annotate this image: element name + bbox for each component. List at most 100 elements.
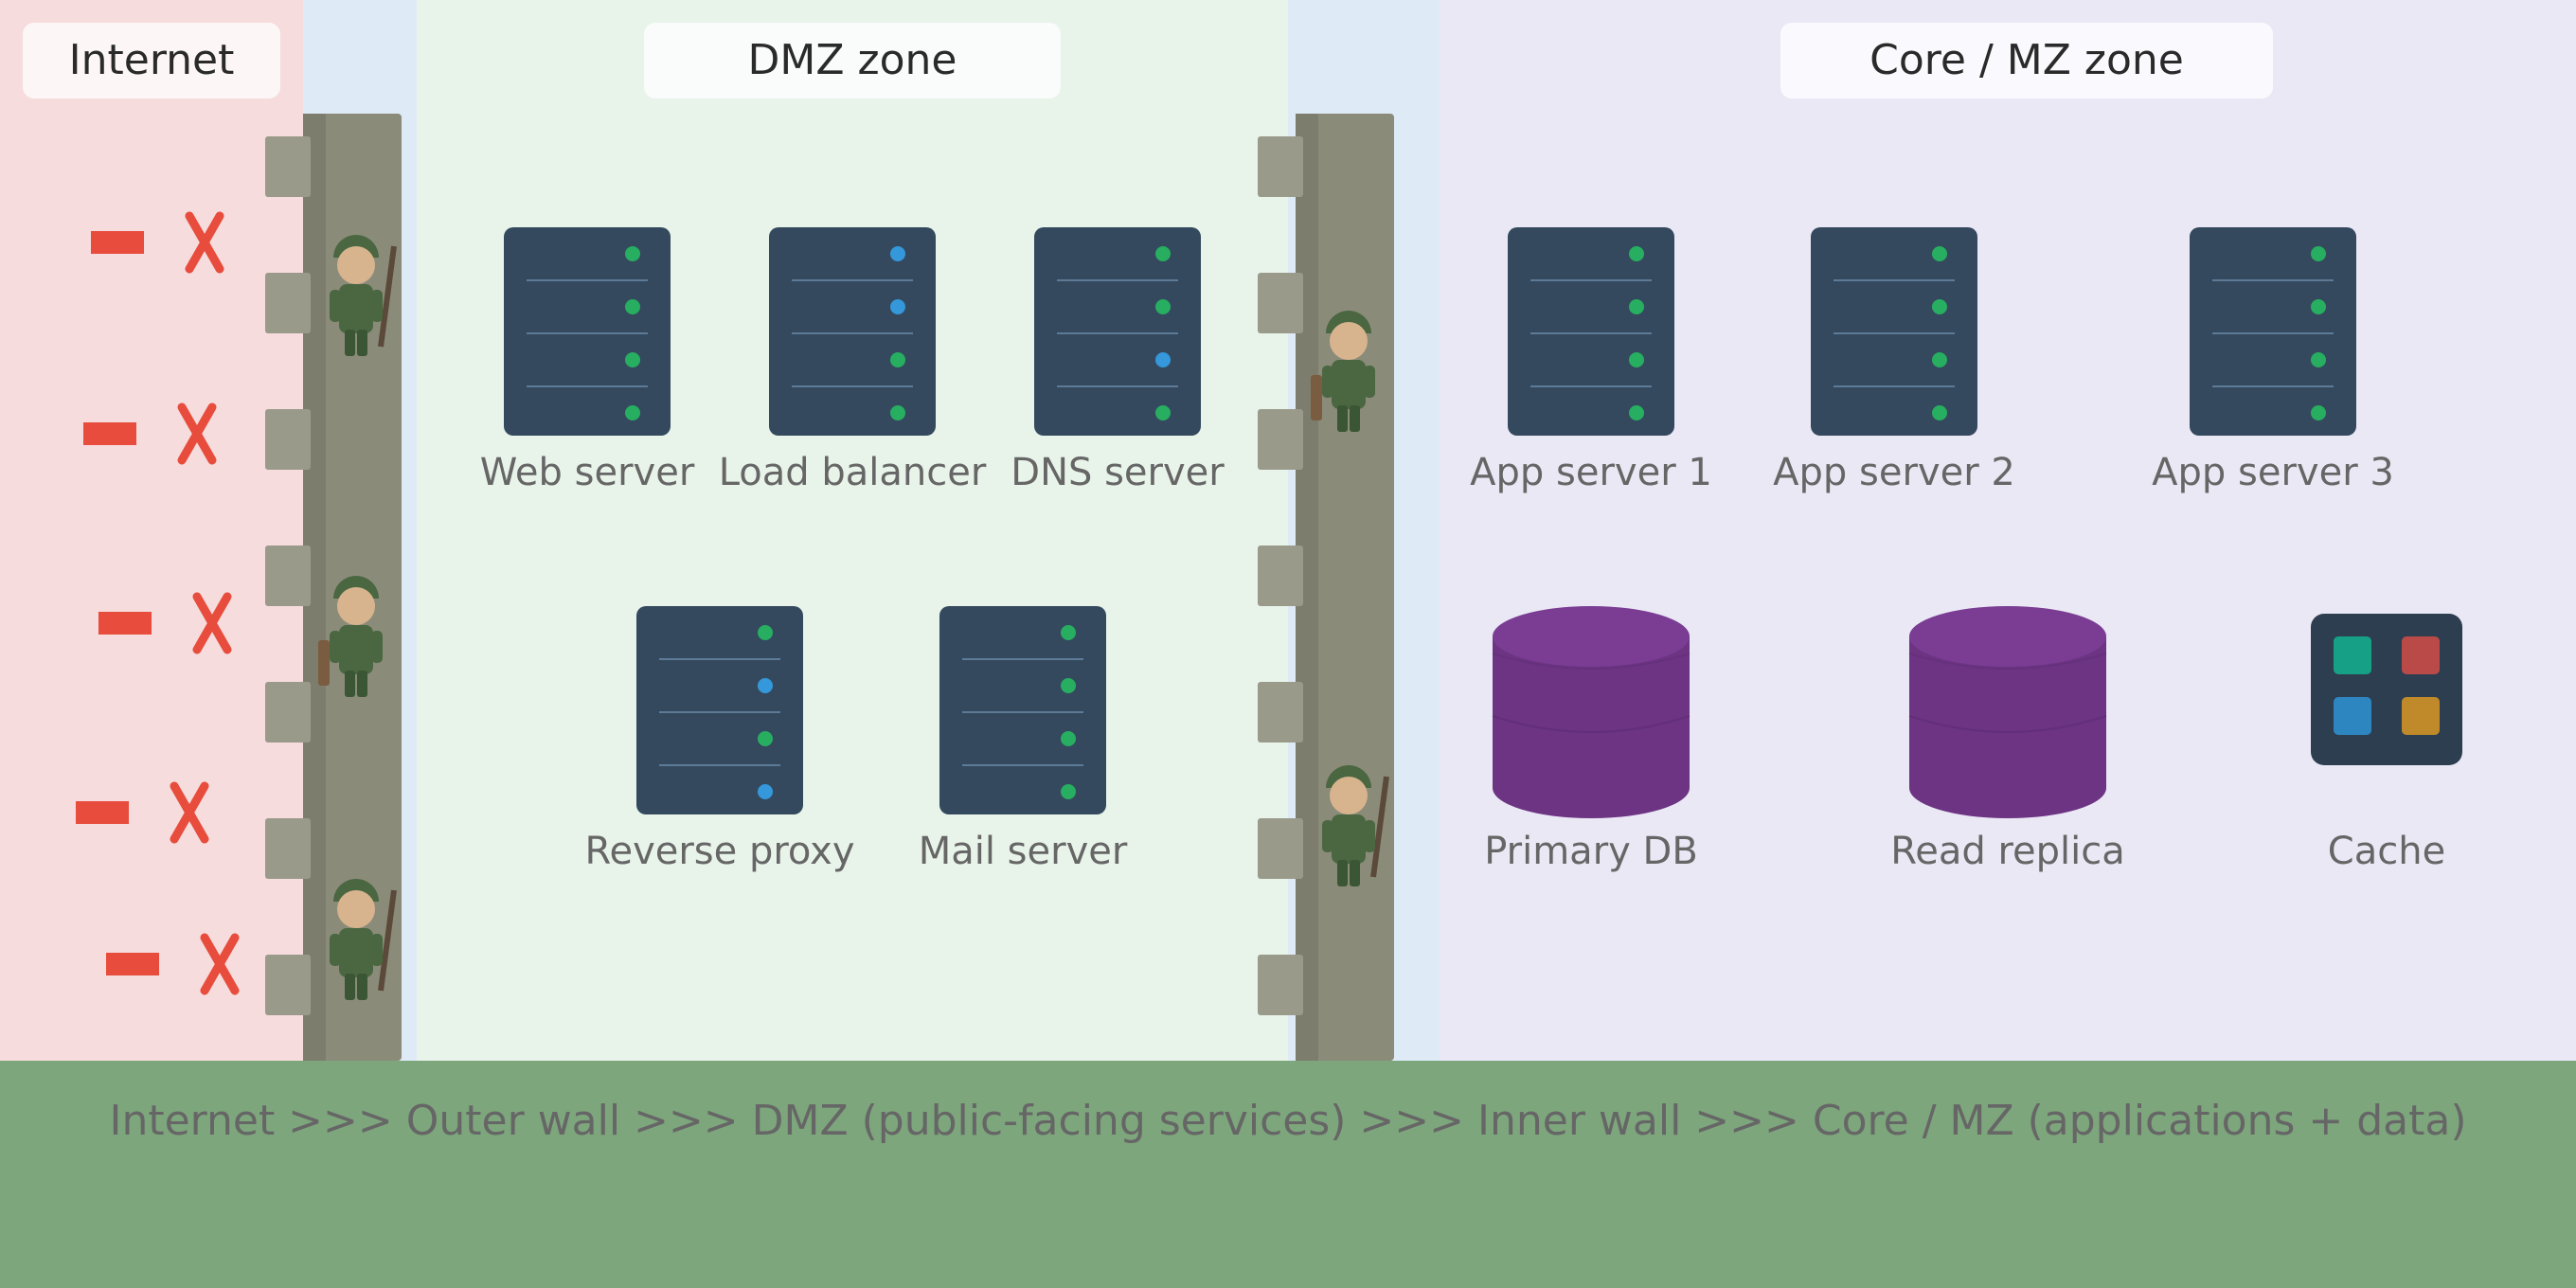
status-led	[1155, 246, 1171, 261]
status-led	[1155, 352, 1171, 367]
status-led	[625, 405, 640, 420]
status-led	[2311, 299, 2326, 314]
outer-wall-merlon	[265, 955, 311, 1015]
app-server-3	[2190, 227, 2356, 436]
status-led	[1629, 246, 1644, 261]
server-icon	[1034, 227, 1201, 436]
outer-wall-merlon	[265, 682, 311, 742]
soldier-icon	[1322, 765, 1389, 886]
server-icon	[636, 606, 803, 814]
guards	[318, 235, 1389, 1000]
app-server-1-label: App server 1	[1470, 451, 1712, 494]
status-led	[890, 299, 905, 314]
app-server-3-label: App server 3	[2152, 451, 2394, 494]
soldier-icon	[318, 576, 383, 697]
cross-icon	[200, 933, 240, 995]
status-led	[1629, 352, 1644, 367]
blocked-attack	[76, 781, 209, 844]
core-zone-label: Core / MZ zone	[1780, 23, 2273, 98]
dash-icon	[76, 801, 129, 824]
web-server-label: Web server	[480, 451, 695, 494]
status-led	[1932, 352, 1947, 367]
soldier-icon	[1311, 311, 1375, 432]
dash-icon	[91, 231, 144, 254]
status-led	[758, 625, 773, 640]
server-icon	[2190, 227, 2356, 436]
core-services	[1508, 227, 2356, 436]
app-server-2	[1811, 227, 1977, 436]
read-replica-label: Read replica	[1890, 830, 2125, 873]
internet-zone	[0, 0, 303, 1061]
outer-wall-merlon	[265, 818, 311, 879]
primary-db-label: Primary DB	[1484, 830, 1698, 873]
mail-server-label: Mail server	[919, 830, 1128, 873]
status-led	[1155, 405, 1171, 420]
status-led	[2311, 246, 2326, 261]
status-led	[625, 246, 640, 261]
status-led	[758, 784, 773, 799]
load-balancer	[769, 227, 936, 436]
inner-wall-merlon	[1258, 273, 1303, 333]
blocked-attack	[91, 211, 224, 274]
internet-zone-label: Internet	[23, 23, 280, 98]
inner-wall-merlon	[1258, 409, 1303, 470]
app-server-2-label: App server 2	[1773, 451, 2015, 494]
outer-wall-merlon	[265, 136, 311, 197]
core-zone-title: Core / MZ zone	[1869, 36, 2184, 84]
status-led	[758, 731, 773, 746]
inner-wall-merlon	[1258, 136, 1303, 197]
status-led	[890, 352, 905, 367]
blocked-attack	[106, 933, 240, 995]
flow-caption: Internet >>> Outer wall >>> DMZ (public-…	[109, 1097, 2466, 1145]
status-led	[1061, 731, 1076, 746]
status-led	[1932, 246, 1947, 261]
status-led	[1155, 299, 1171, 314]
server-icon	[1508, 227, 1674, 436]
server-icon	[504, 227, 671, 436]
inner-wall-merlon	[1258, 546, 1303, 606]
inner-wall-merlon	[1258, 818, 1303, 879]
status-led	[625, 299, 640, 314]
cross-icon	[177, 402, 217, 465]
dmz-services	[504, 227, 1201, 814]
outer-wall-merlon	[265, 409, 311, 470]
dns-server-label: DNS server	[1011, 451, 1225, 494]
status-led	[1932, 405, 1947, 420]
primary-db: Primary DB	[1484, 606, 1698, 873]
inner-wall-merlon	[1258, 955, 1303, 1015]
dmz-zone	[417, 0, 1288, 1061]
server-icon	[939, 606, 1106, 814]
server-icon	[769, 227, 936, 436]
status-led	[1061, 678, 1076, 693]
status-led	[1061, 625, 1076, 640]
dash-icon	[83, 422, 136, 445]
ground	[0, 1061, 2576, 1288]
status-led	[1629, 405, 1644, 420]
web-server	[504, 227, 671, 436]
reverse-proxy-label: Reverse proxy	[584, 830, 854, 873]
cache: Cache	[2311, 614, 2462, 873]
server-icon	[1811, 227, 1977, 436]
blocked-attack	[98, 592, 232, 654]
cache-icon	[2311, 614, 2462, 765]
app-server-1	[1508, 227, 1674, 436]
mail-server	[939, 606, 1106, 814]
outer-wall-merlon	[265, 546, 311, 606]
status-led	[890, 405, 905, 420]
dash-icon	[106, 953, 159, 975]
database-icon	[1908, 606, 2107, 818]
load-balancer-label: Load balancer	[719, 451, 987, 494]
status-led	[890, 246, 905, 261]
core-zone	[1440, 0, 2576, 1061]
status-led	[2311, 405, 2326, 420]
blocked-attacks	[76, 211, 240, 995]
inner-wall-merlon	[1258, 682, 1303, 742]
status-led	[758, 678, 773, 693]
internet-zone-title: Internet	[69, 36, 235, 84]
cross-icon	[185, 211, 224, 274]
soldier-icon	[330, 235, 397, 356]
reverse-proxy	[636, 606, 803, 814]
status-led	[1932, 299, 1947, 314]
read-replica: Read replica	[1890, 606, 2125, 873]
